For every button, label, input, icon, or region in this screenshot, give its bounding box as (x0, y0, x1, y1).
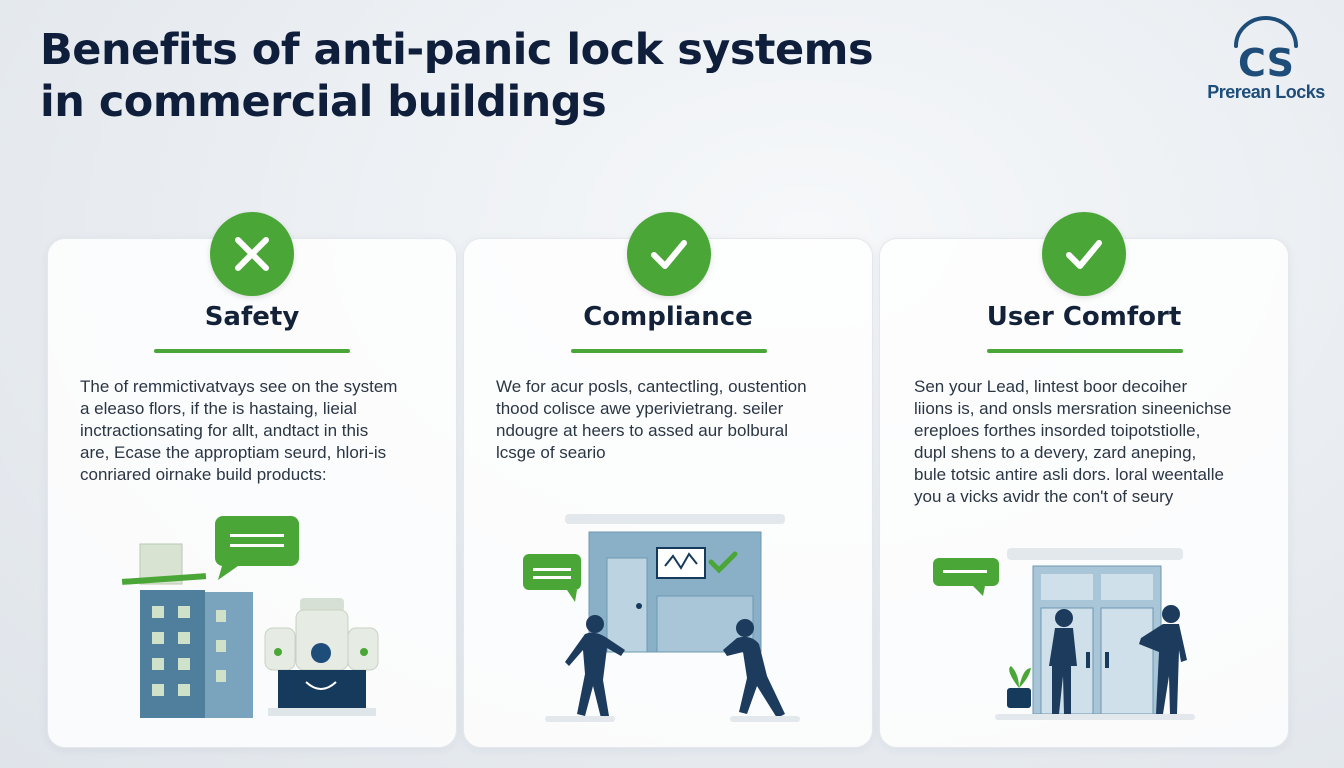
lock-shackle-logo-icon: CS (1234, 16, 1298, 80)
brand-name: Prerean Locks (1207, 82, 1325, 102)
user-comfort-line-6: you a vicks avidr the con't of seury (914, 487, 1174, 506)
safety-line-2: a eleaso flors, if the is hastaing, liei… (80, 399, 357, 418)
page-title: Benefits of anti-panic lock systems in c… (40, 24, 940, 128)
checkmark-icon (1066, 240, 1102, 269)
inspection-illustration (523, 514, 800, 722)
user-comfort-line-1: Sen your Lead, lintest boor decoiher (914, 377, 1188, 396)
benefit-card-compliance (463, 238, 873, 748)
user-comfort-description: Sen your Lead, lintest boor decoiher lii… (914, 376, 1264, 508)
safety-card-title: Safety (204, 302, 300, 332)
compliance-badge (627, 212, 711, 296)
safety-line-3: inctractionsating for allt, andtact in t… (80, 421, 369, 440)
user-comfort-line-3: ereploes forthes insorded toipotstiolle, (914, 421, 1201, 440)
checkmark-icon (651, 240, 687, 269)
safety-description: The of remmictivatvays see on the system… (80, 376, 430, 486)
compliance-title-underline (571, 349, 767, 353)
compliance-line-4: lcsge of seario (496, 443, 606, 462)
page-title-line-1: Benefits of anti-panic lock systems (40, 25, 874, 75)
entrance-door-illustration (933, 548, 1195, 720)
user-comfort-badge (1042, 212, 1126, 296)
safety-line-4: are, Ecase the approptiam seurd, hlori-i… (80, 443, 387, 462)
page-title-line-2: in commercial buildings (40, 77, 607, 127)
compliance-description: We for acur posls, cantectling, oustenti… (496, 376, 846, 464)
user-comfort-line-4: dupl shens to a devery, zard aneping, (914, 443, 1197, 462)
user-comfort-card-title: User Comfort (986, 302, 1182, 332)
compliance-card-title: Compliance (583, 302, 753, 332)
user-comfort-title-underline (987, 349, 1183, 353)
safety-line-5: conriared oirnake build products: (80, 465, 327, 484)
brand-logo: CS Prerean Locks (1196, 16, 1336, 116)
safety-line-1: The of remmictivatvays see on the system (80, 377, 398, 396)
logo-monogram: CS (1238, 41, 1294, 80)
user-comfort-line-2: liions is, and onsls mersration sineenic… (914, 399, 1232, 418)
safety-title-underline (154, 349, 350, 353)
cross-icon (235, 237, 269, 271)
user-comfort-line-5: bule totsic antire asli dors. loral ween… (914, 465, 1224, 484)
compliance-line-1: We for acur posls, cantectling, oustenti… (496, 377, 807, 396)
building-lock-illustration (121, 516, 379, 718)
compliance-line-2: thood colisce awe yperivietrang. seiler (496, 399, 784, 418)
safety-badge (210, 212, 294, 296)
compliance-line-3: ndougre at heers to assed aur bolbural (496, 421, 789, 440)
